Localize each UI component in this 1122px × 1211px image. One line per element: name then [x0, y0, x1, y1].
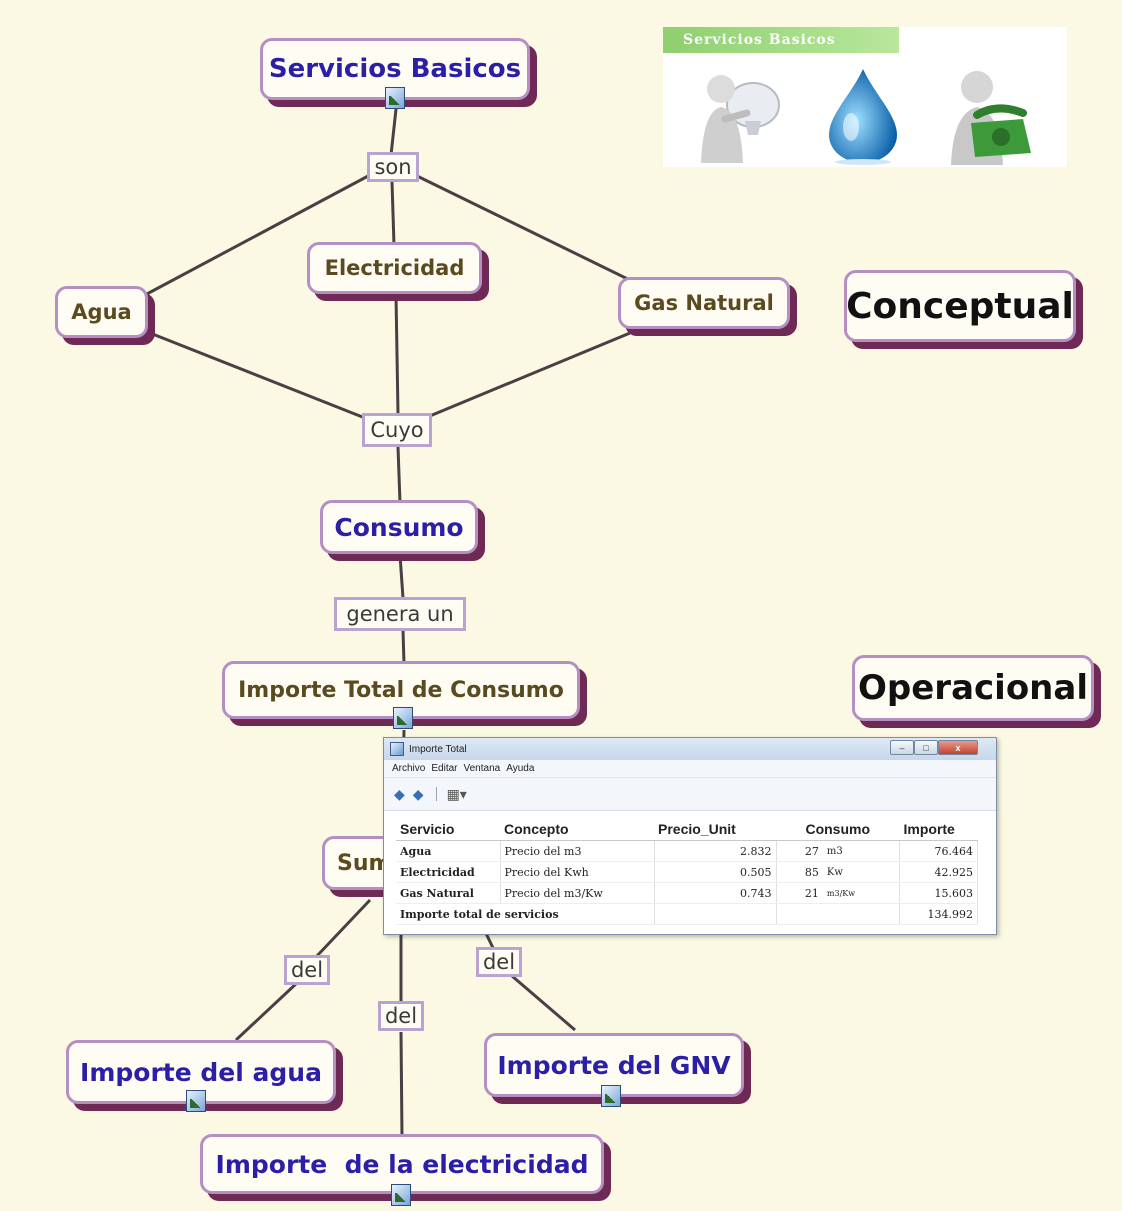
node-electricidad[interactable]: Electricidad [307, 242, 482, 294]
table-header-row: Servicio Concepto Precio_Unit Consumo Im… [396, 818, 978, 841]
cell-servicio: Gas Natural [396, 882, 501, 904]
cell-total-value: 134.992 [899, 903, 978, 925]
cell-total-label: Importe total de servicios [396, 903, 655, 925]
edge-son-agua [144, 173, 371, 297]
cell-consumo: 85 [776, 861, 823, 883]
cell-unidad: Kw [822, 861, 900, 883]
edge-son-electricidad [390, 181, 396, 246]
window-toolbar: ◆ ◆ ▦▾ [384, 778, 996, 811]
menu-ventana[interactable]: Ventana [463, 763, 501, 774]
edge-consumo-genera [398, 554, 405, 599]
node-agua[interactable]: Agua [55, 286, 148, 338]
edge-agua-cuyo [149, 331, 371, 422]
edge-genera-importe [401, 629, 406, 665]
link-son: son [367, 152, 419, 182]
cell-empty [822, 903, 900, 925]
cell-empty [776, 903, 823, 925]
cell-unidad: m3/Kw [822, 882, 900, 904]
table-row[interactable]: Gas Natural Precio del m3/Kw 0.743 21 m3… [396, 882, 978, 904]
importe-table: Servicio Concepto Precio_Unit Consumo Im… [396, 818, 978, 925]
edge-son-gas [414, 173, 641, 287]
col-precio-unit[interactable]: Precio_Unit [654, 818, 776, 841]
servicios-header-image: Servicios Basicos [663, 27, 1067, 167]
window-titlebar[interactable]: Importe Total – □ x [384, 738, 996, 760]
cell-empty [654, 903, 777, 925]
window-app-icon [390, 742, 404, 756]
edge-electricidad-cuyo [394, 294, 400, 415]
menu-ayuda[interactable]: Ayuda [506, 763, 535, 774]
link-del-right: del [476, 947, 522, 977]
attachment-icon[interactable] [391, 1184, 411, 1206]
node-gas-natural[interactable]: Gas Natural [618, 277, 790, 329]
cell-precio: 0.505 [654, 861, 777, 883]
cell-precio: 2.832 [654, 840, 777, 862]
cell-importe: 42.925 [899, 861, 978, 883]
cell-consumo: 21 [776, 882, 823, 904]
cell-importe: 76.464 [899, 840, 978, 862]
edge-gas-cuyo [424, 331, 631, 420]
edge-servicios-son [389, 99, 399, 156]
forward-arrow-icon[interactable]: ◆ [412, 785, 424, 802]
table-view-icon[interactable]: ▦▾ [446, 785, 467, 802]
table-row[interactable]: Agua Precio del m3 2.832 27 m3 76.464 [396, 840, 978, 862]
link-del-center: del [378, 1001, 424, 1031]
telephone-person-icon [951, 71, 1031, 165]
attachment-icon[interactable] [186, 1090, 206, 1112]
cell-concepto: Precio del Kwh [500, 861, 655, 883]
cell-servicio: Electricidad [396, 861, 501, 883]
edge-del-center-electricidad [399, 1031, 404, 1139]
edge-del-right-gnv [511, 974, 576, 1032]
col-concepto[interactable]: Concepto [500, 818, 654, 841]
maximize-button[interactable]: □ [914, 740, 938, 755]
toolbar-separator [435, 787, 437, 801]
edge-del-left-agua [234, 980, 300, 1042]
attachment-icon[interactable] [393, 707, 413, 729]
attachment-icon[interactable] [601, 1085, 621, 1107]
menu-editar[interactable]: Editar [431, 763, 458, 774]
col-importe[interactable]: Importe [899, 818, 978, 841]
minimize-button[interactable]: – [890, 740, 914, 755]
attachment-icon[interactable] [385, 87, 405, 109]
cell-importe: 15.603 [899, 882, 978, 904]
node-consumo[interactable]: Consumo [320, 500, 478, 554]
light-bulb-person-icon [701, 75, 780, 163]
table-row[interactable]: Electricidad Precio del Kwh 0.505 85 Kw … [396, 861, 978, 883]
close-button[interactable]: x [938, 740, 978, 755]
link-genera-un: genera un [334, 597, 466, 631]
edge-sum-del-left [313, 898, 372, 960]
menu-archivo[interactable]: Archivo [392, 763, 426, 774]
window-title: Importe Total [409, 743, 467, 755]
link-del-left: del [284, 955, 330, 985]
cell-precio: 0.743 [654, 882, 777, 904]
water-drop-icon [829, 69, 897, 165]
cell-concepto: Precio del m3/Kw [500, 882, 655, 904]
edge-cuyo-consumo [396, 446, 402, 504]
cell-servicio: Agua [396, 840, 501, 862]
link-cuyo: Cuyo [362, 413, 432, 447]
importe-total-window: Importe Total – □ x Archivo Editar Venta… [383, 737, 997, 935]
cell-unidad: m3 [822, 840, 900, 862]
cell-concepto: Precio del m3 [500, 840, 655, 862]
cell-consumo: 27 [776, 840, 823, 862]
col-consumo[interactable]: Consumo [776, 818, 900, 841]
back-arrow-icon[interactable]: ◆ [394, 785, 405, 802]
node-operacional[interactable]: Operacional [852, 655, 1094, 721]
header-banner: Servicios Basicos [663, 27, 899, 53]
table-total-row[interactable]: Importe total de servicios 134.992 [396, 903, 978, 925]
window-menubar: Archivo Editar Ventana Ayuda [384, 760, 996, 778]
node-conceptual[interactable]: Conceptual [844, 270, 1076, 342]
col-servicio[interactable]: Servicio [396, 818, 500, 841]
